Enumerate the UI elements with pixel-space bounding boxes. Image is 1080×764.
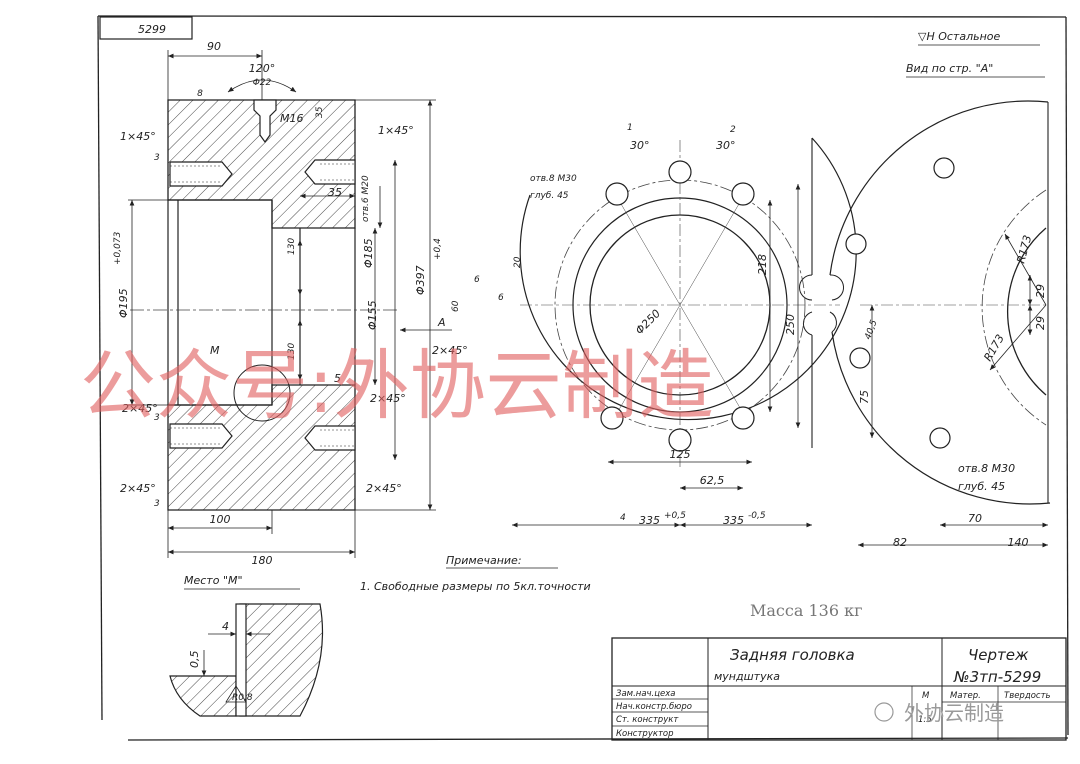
dim-20: 20 [513,256,523,268]
dim-130-upper: 130 [287,238,297,255]
arrow-a-label: A [437,316,446,329]
chamfer-mid-left: 2×45° [432,344,468,357]
callout-4: 4 [620,513,626,523]
dim-phi195: Φ195 [117,288,130,318]
title-material-label: Матер. [950,691,981,701]
callout-2: 2 [730,125,736,135]
dim-62-5: 62,5 [700,474,725,487]
detail-dim-4: 4 [222,620,229,633]
dim-335-left: 335 [639,514,660,527]
dim-70: 70 [968,512,982,525]
chamfer-bottom-right: 2×45° [366,482,402,495]
label-m: M [210,344,220,357]
drawing-number-box: 5299 [99,16,193,40]
roughness-3-c: 3 [154,499,160,509]
angle-30-right: 30° [716,139,736,152]
tol-195: +0,073 [113,231,123,265]
title-drawing-number: №3тп-5299 [953,668,1041,686]
notes-line-1: 1. Свободные размеры по 5кл.точности [360,580,591,593]
dim-35: 35 [328,186,342,199]
dim-120: 120° [249,62,276,75]
detail-dim-05: 0,5 [188,651,201,669]
view-a-note-2: глуб. 45 [958,480,1005,493]
tol-397: +0,4 [433,238,443,260]
view-a-header-1: ▽Н Остальное [918,30,1001,43]
title-m-label: М [922,691,930,701]
dim-6-b: 6 [498,293,504,303]
sheet-frame [97,15,1069,741]
detail-m-marker [233,364,291,422]
view-a-header-2: Вид по стр. "А" [906,62,993,75]
title-drawing-label: Чертеж [968,646,1029,664]
tol-335-right: -0,5 [748,511,766,521]
dim-60: 60 [451,300,461,312]
dim-218: 218 [756,254,769,275]
chamfer-top-left: 1×45° [120,130,156,143]
chamfer-bottom-left: 2×45° [120,482,156,495]
dim-phi397: Φ397 [414,265,427,295]
roughness-3-a: 3 [154,153,160,163]
front-view: отв.8 М30 глуб. 45 30° 30° 1 2 Φ250 250 … [512,123,857,528]
dim-phi155: Φ155 [366,300,379,330]
title-sig-1: Зам.нач.цеха [616,689,676,699]
mass-note: Масса 136 кг [750,601,862,620]
notes-heading: Примечание: [446,554,522,567]
tol-335-left: +0,5 [664,511,686,521]
detail-m: Место "М" 4 0,5 R0,8 [169,574,324,717]
chamfer-left: 2×45° [122,402,158,415]
dim-335-right: 335 [723,514,744,527]
angle-30-left: 30° [630,139,650,152]
view-a: ▽Н Остальное Вид по стр. "А" R173 R173 2… [829,30,1051,549]
callout-1: 1 [627,123,633,133]
dim-phi185: Φ185 [362,238,375,268]
dim-130-lower: 130 [287,343,297,360]
title-block: Задняя головка мундштука Чертеж №3тп-529… [611,637,1067,741]
dim-75: 75 [858,390,871,404]
dim-8: 8 [197,89,203,99]
detail-m-title: Место "М" [184,574,243,587]
watermark-main: 公众号:外协云制造 [80,341,714,430]
dim-m16: M16 [280,112,304,125]
dim-100: 100 [210,513,231,526]
notes: Примечание: 1. Свободные размеры по 5кл.… [360,554,591,593]
dim-phi22: Φ22 [253,78,272,88]
roughness-3-b: 3 [154,413,160,423]
title-part-sub: мундштука [714,670,780,683]
dim-29-a: 29 [1034,284,1047,298]
detail-dim-r08: R0,8 [232,693,253,703]
front-note-1: отв.8 М30 [530,174,577,184]
dim-82: 82 [893,536,907,549]
chamfer-top-right: 1×45° [378,124,414,137]
title-m-value: 1:5 [918,715,932,725]
dim-250-v: 250 [784,314,797,335]
dim-35-top: 35 [315,106,325,118]
dim-6-a: 6 [474,275,480,285]
dim-125: 125 [670,448,691,461]
dim-90: 90 [207,40,221,53]
chamfer-mid-right: 2×45° [370,392,406,405]
section-view: 90 120° Φ22 8 M16 35 1×45° 1×45° 35 отв.… [113,40,504,567]
title-part-name: Задняя головка [730,646,855,664]
watermark-corner: 外协云制造 [874,701,1004,725]
dim-140: 140 [1008,536,1029,549]
dim-5: 5 [334,372,341,385]
title-hardness-label: Твердость [1004,691,1051,701]
thread-hole-note: отв.6 М20 [361,175,371,222]
watermark-corner-text: 外协云制造 [904,701,1004,725]
wechat-icon [874,702,894,722]
view-a-note-1: отв.8 М30 [958,462,1015,475]
drawing-number-box-text: 5299 [138,23,166,36]
dim-180: 180 [252,554,273,567]
front-note-2: глуб. 45 [530,191,569,201]
title-sig-4: Конструктор [616,729,674,739]
dim-29-b: 29 [1034,316,1047,330]
title-sig-2: Нач.констр.бюро [616,702,692,712]
title-sig-3: Ст. конструкт [616,715,679,725]
